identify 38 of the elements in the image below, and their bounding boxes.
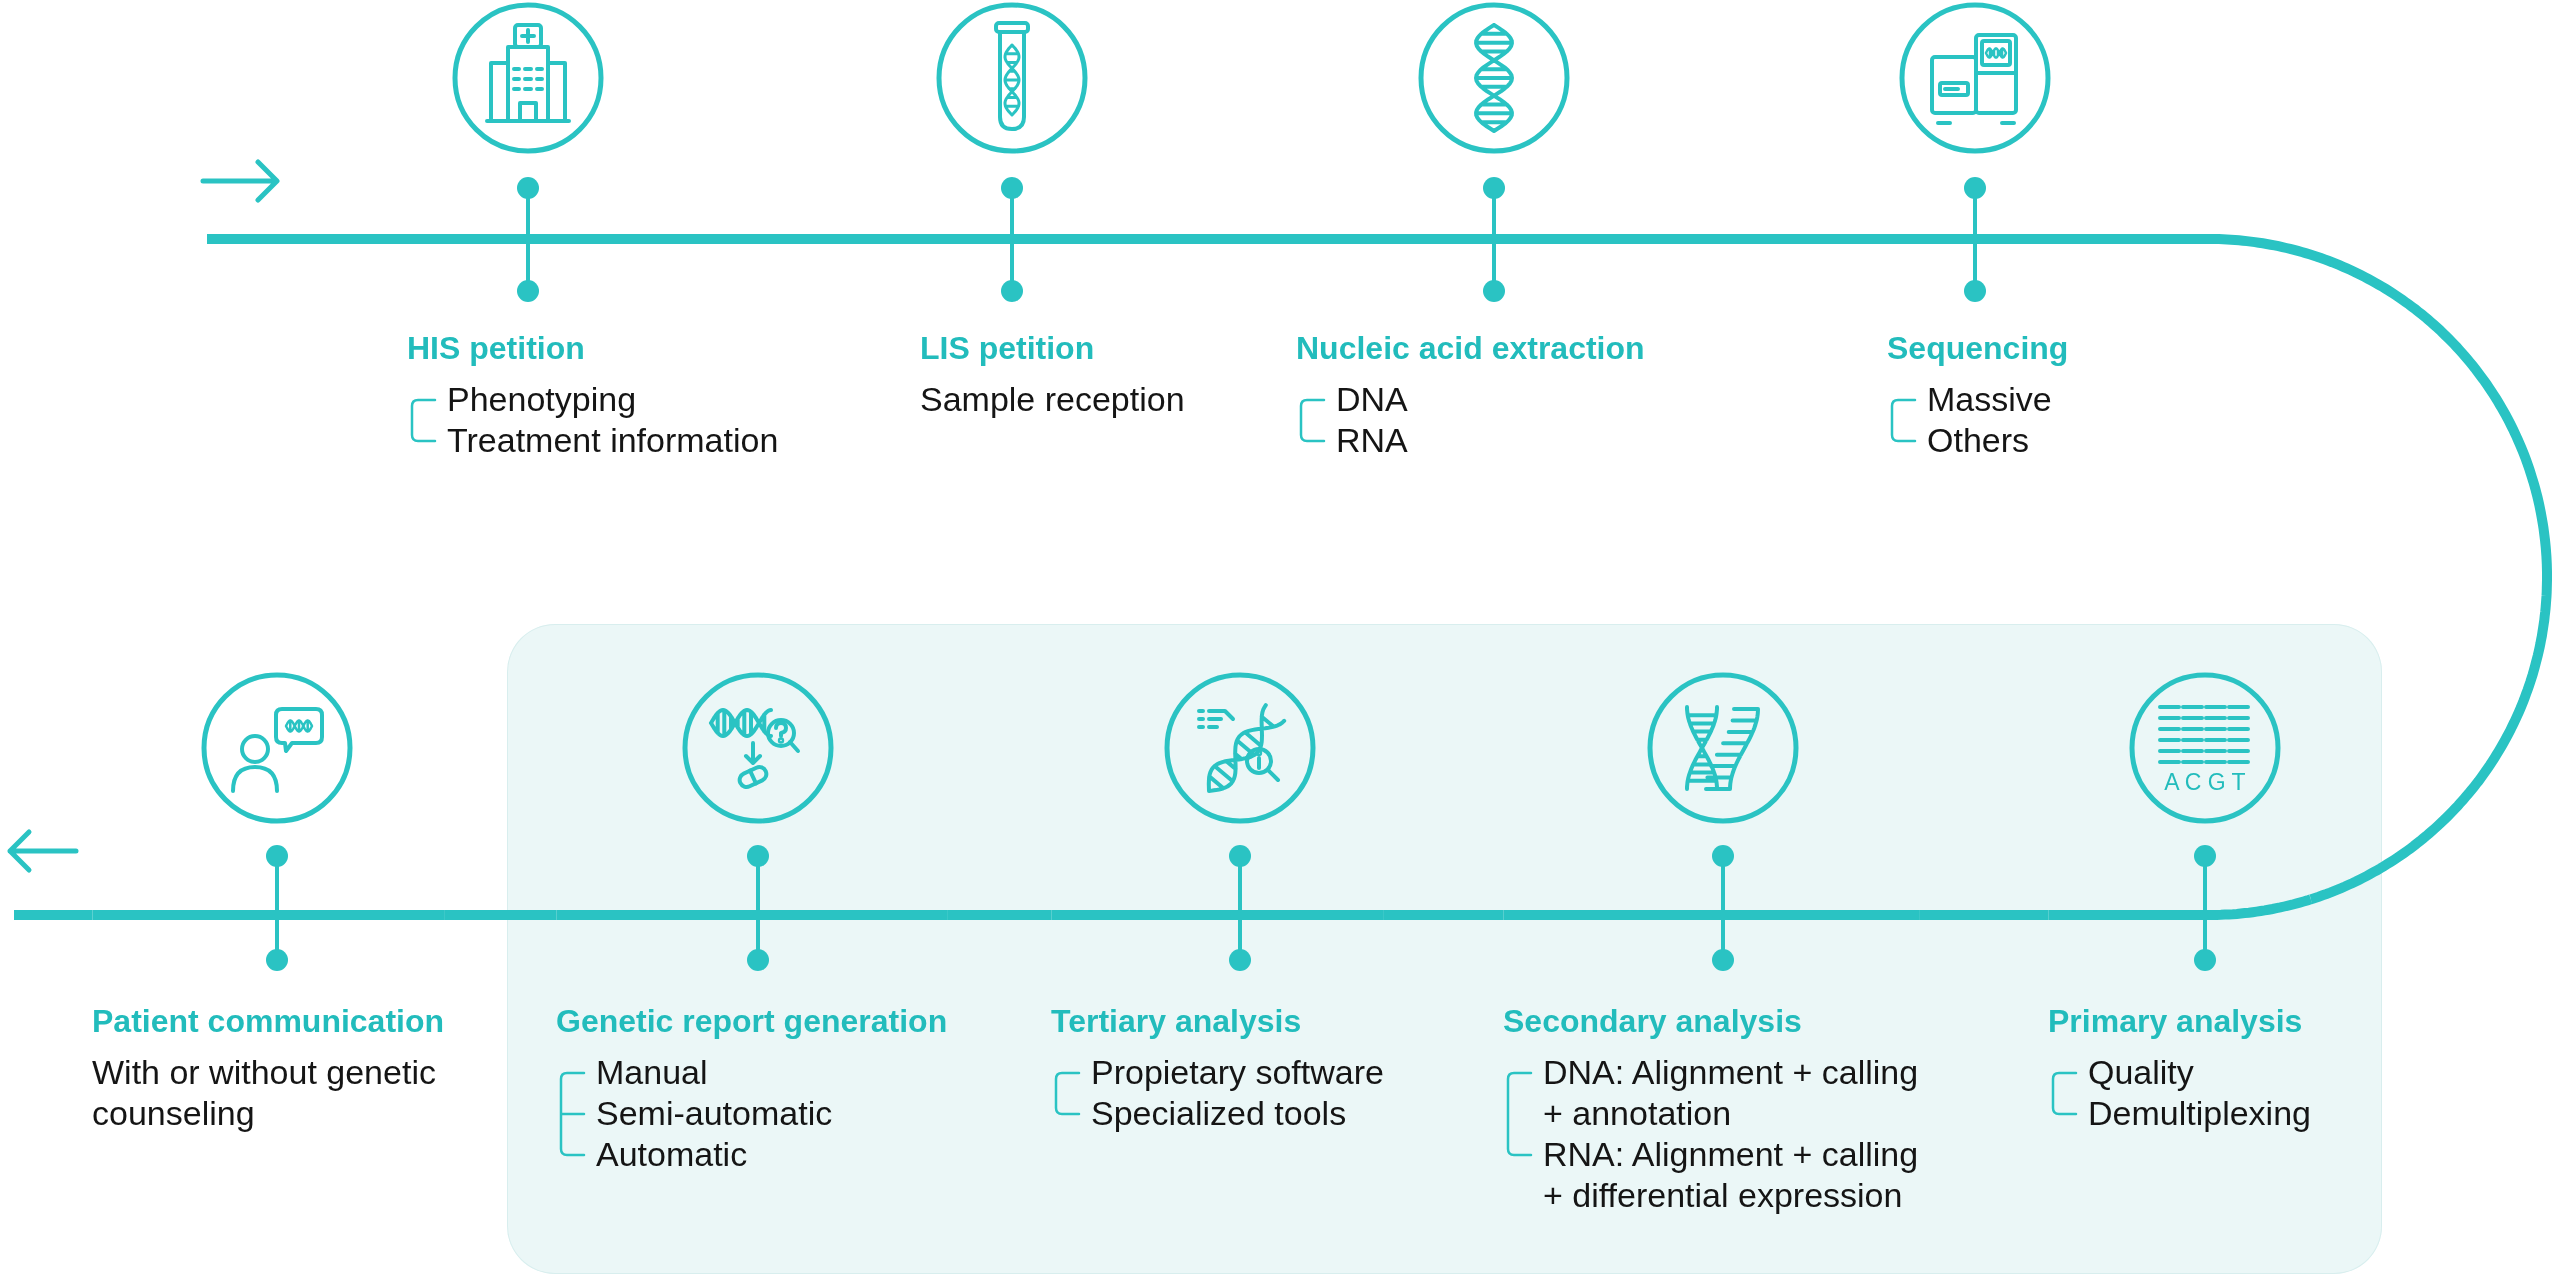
base-letters: A C G T (2164, 769, 2246, 795)
stage-title: Primary analysis (2048, 1002, 2303, 1041)
timeline-line (1383, 910, 1504, 920)
timeline-line (1645, 234, 1887, 244)
stage-detail: Demultiplexing (2088, 1093, 2311, 1134)
stage-detail: Semi-automatic (596, 1093, 833, 1134)
stage-detail: Treatment information (447, 420, 779, 461)
stage-title: Nucleic acid extraction (1296, 329, 1645, 368)
stage-detail: Sample reception (920, 379, 1185, 420)
stage-detail: Specialized tools (1091, 1093, 1347, 1134)
stage-title: Patient communication (92, 1002, 445, 1041)
stage-title: LIS petition (920, 329, 1095, 368)
stage-title: HIS petition (407, 329, 585, 368)
stage-detail: With or without genetic counseling (92, 1052, 437, 1134)
stage-detail: Others (1927, 420, 2030, 461)
timeline-line (444, 910, 557, 920)
stage-detail: Phenotyping (447, 379, 637, 420)
stage-detail: Automatic (596, 1134, 748, 1175)
stage-title: Genetic report generation (556, 1002, 948, 1041)
timeline-line (1185, 234, 1296, 244)
stage-detail: DNA: Alignment + calling + annotation (1543, 1052, 1920, 1134)
stage-title: Sequencing (1887, 329, 2069, 368)
timeline-line (14, 910, 93, 920)
stage-detail: RNA (1336, 420, 1408, 461)
stage-title: Secondary analysis (1503, 1002, 1802, 1041)
timeline-line (207, 234, 407, 244)
stage-detail: RNA: Alignment + calling + differential expression (1543, 1134, 1920, 1216)
stage-title: Tertiary analysis (1051, 1002, 1302, 1041)
stage-detail: Manual (596, 1052, 708, 1093)
stage-detail: Massive (1927, 379, 2052, 420)
timeline-line (2069, 234, 2552, 905)
stage-detail: Propietary software (1091, 1052, 1384, 1093)
timeline-line (947, 910, 1052, 920)
timeline-line (1919, 910, 2049, 920)
timeline-line (779, 234, 920, 244)
stage-detail: DNA (1336, 379, 1408, 420)
stage-detail: Quality (2088, 1052, 2194, 1093)
highlight-panel (507, 624, 2382, 1274)
